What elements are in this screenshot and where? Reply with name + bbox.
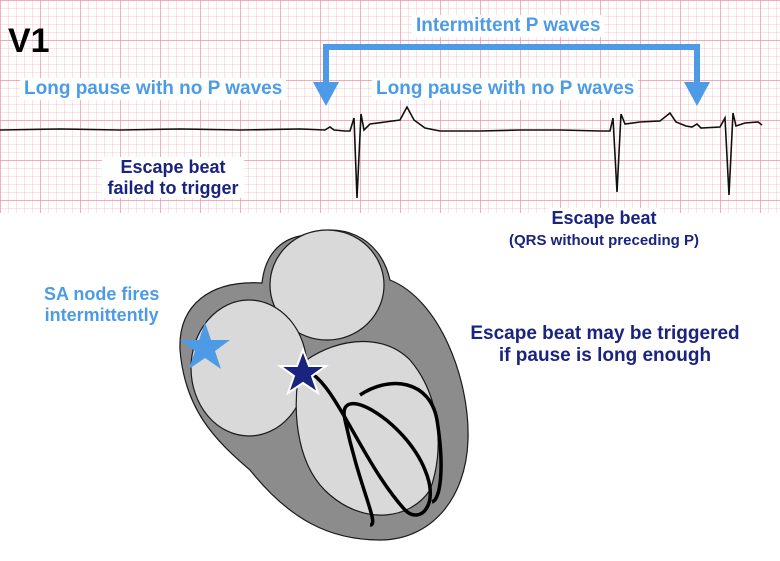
- long-pause-label-2: Long pause with no P waves: [372, 78, 639, 100]
- arrow-head-right: [684, 82, 710, 106]
- escape-failed-label: Escape beat failed to trigger: [102, 157, 244, 199]
- escape-failed-line1: Escape beat: [120, 157, 226, 177]
- intermittent-bracket: [323, 44, 700, 86]
- escape-beat-line1: Escape beat: [548, 208, 660, 229]
- lead-label: V1: [8, 22, 50, 60]
- escape-note-line2: if pause is long enough: [498, 344, 712, 366]
- escape-beat-line2: (QRS without preceding P): [509, 232, 699, 250]
- arrow-head-left: [313, 82, 339, 106]
- sa-node-line2: intermittently: [44, 304, 159, 325]
- sa-node-label: SA node fires intermittently: [44, 284, 159, 325]
- escape-beat-label: Escape beat (QRS without preceding P): [486, 208, 722, 250]
- ecg-trace: [0, 105, 763, 199]
- upper-chamber: [269, 229, 385, 341]
- av-node-star: [276, 347, 330, 396]
- sa-node-star: [180, 322, 230, 369]
- sa-node-line1: SA node fires: [44, 284, 160, 304]
- long-pause-label-1: Long pause with no P waves: [20, 78, 287, 100]
- conduction-branch: [359, 381, 443, 504]
- escape-note-line1: Escape beat may be triggered: [470, 323, 740, 344]
- conduction-pathway: [304, 368, 432, 527]
- intermittent-p-waves-label: Intermittent P waves: [412, 15, 605, 37]
- escape-note-label: Escape beat may be triggered if pause is…: [460, 323, 750, 367]
- escape-failed-line2: failed to trigger: [107, 177, 239, 198]
